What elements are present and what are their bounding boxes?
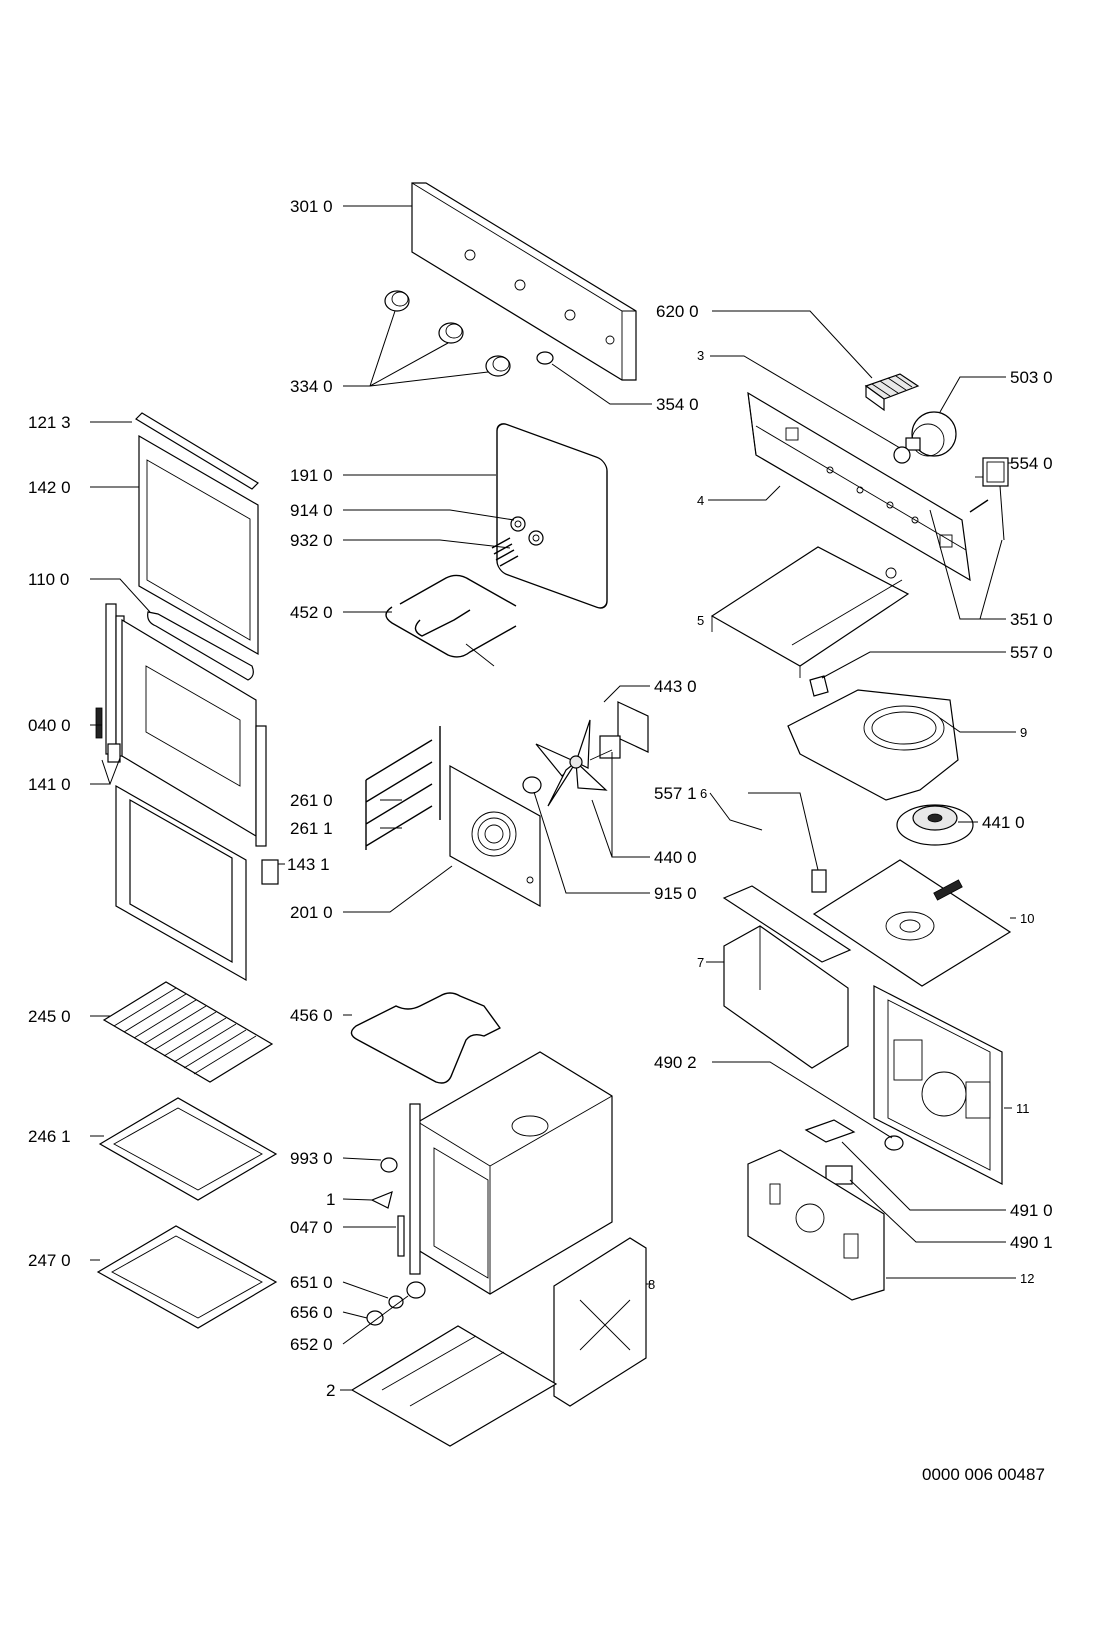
- label-10: 10: [1020, 911, 1034, 926]
- label-12: 12: [1020, 1271, 1034, 1286]
- label-652-0: 652 0: [290, 1335, 333, 1354]
- rear-fan-panel-part: [449, 764, 541, 908]
- label-191-0: 191 0: [290, 466, 333, 485]
- deep-tray-part: [96, 1225, 278, 1329]
- clip-part: [809, 675, 829, 697]
- label-246-1: 246 1: [28, 1127, 71, 1146]
- label-247-0: 247 0: [28, 1251, 71, 1270]
- label-261-0: 261 0: [290, 791, 333, 810]
- door-hinge-part: [95, 603, 125, 757]
- oven-cavity-part: [409, 1051, 613, 1295]
- label-040-0: 040 0: [28, 716, 71, 735]
- label-351-0: 351 0: [1010, 610, 1053, 629]
- label-1: 1: [326, 1190, 335, 1209]
- side-rack-parts: [365, 726, 441, 850]
- cooling-fan-motor-part: [905, 411, 957, 457]
- fan-nut-part: [522, 776, 542, 794]
- bushing-part: [893, 446, 911, 464]
- label-5: 5: [697, 613, 704, 628]
- label-141-0: 141 0: [28, 775, 71, 794]
- label-656-0: 656 0: [290, 1303, 333, 1322]
- knob-parts: [384, 290, 511, 377]
- top-heating-element-part: [385, 574, 517, 667]
- convection-motor-part: [589, 701, 649, 761]
- label-047-0: 047 0: [290, 1218, 333, 1237]
- small-fitting-parts: [366, 1157, 426, 1326]
- bottom-heating-element-part: [350, 992, 501, 1084]
- label-443-0: 443 0: [654, 677, 697, 696]
- convection-fan-blade-part: [535, 719, 608, 807]
- label-915-0: 915 0: [654, 884, 697, 903]
- label-452-0: 452 0: [290, 603, 333, 622]
- rear-wall-part: [873, 985, 1003, 1185]
- small-knob-part: [536, 351, 554, 365]
- label-4: 4: [697, 493, 704, 508]
- control-panel-part: [411, 182, 637, 381]
- sensor-probe-part: [969, 499, 989, 513]
- label-354-0: 354 0: [656, 395, 699, 414]
- control-frame-part: [747, 391, 971, 582]
- bottom-plate-part: [350, 1325, 558, 1447]
- label-7: 7: [697, 955, 704, 970]
- label-651-0: 651 0: [290, 1273, 333, 1292]
- selector-switch-part: [864, 373, 920, 412]
- inner-door-frame-part: [107, 618, 257, 838]
- part-number-labels: 301 0 334 0 354 0 620 0 3 503 0 121 3 14…: [28, 197, 1053, 1484]
- cover-plate-part: [710, 546, 910, 678]
- label-143-1: 143 1: [287, 855, 330, 874]
- side-panel-part: [553, 1237, 647, 1407]
- label-441-0: 441 0: [982, 813, 1025, 832]
- baking-tray-part: [98, 1097, 278, 1201]
- nut-and-spring-parts: [491, 516, 544, 567]
- thermostat-part: [975, 457, 1009, 541]
- clip-lower-part: [811, 869, 827, 893]
- connector-part: [825, 1165, 853, 1185]
- oven-top-plate-part: [812, 859, 1012, 987]
- back-panel-part: [747, 1149, 885, 1301]
- wire-shelf-part: [102, 981, 274, 1083]
- door-top-trim-part: [135, 412, 259, 490]
- label-6: 6: [700, 786, 707, 801]
- label-620-0: 620 0: [656, 302, 699, 321]
- door-gasket-part: [496, 423, 608, 609]
- label-557-1: 557 1: [654, 784, 697, 803]
- hinge-receiver-part: [255, 725, 279, 885]
- fan-wheel-part: [896, 804, 974, 846]
- terminal-cap-part: [884, 1135, 904, 1151]
- label-491-0: 491 0: [1010, 1201, 1053, 1220]
- label-440-0: 440 0: [654, 848, 697, 867]
- fan-cover-part: [787, 689, 959, 801]
- label-503-0: 503 0: [1010, 368, 1053, 387]
- label-9: 9: [1020, 725, 1027, 740]
- label-334-0: 334 0: [290, 377, 333, 396]
- label-914-0: 914 0: [290, 501, 333, 520]
- door-seal-frame-part: [115, 784, 247, 982]
- label-121-3: 121 3: [28, 413, 71, 432]
- label-456-0: 456 0: [290, 1006, 333, 1025]
- label-490-1: 490 1: [1010, 1233, 1053, 1252]
- label-3: 3: [697, 348, 704, 363]
- door-handle-part: [147, 611, 254, 681]
- label-110-0: 110 0: [28, 570, 69, 589]
- label-245-0: 245 0: [28, 1007, 71, 1026]
- label-557-0: 557 0: [1010, 643, 1053, 662]
- leader-lines: [90, 205, 1016, 1391]
- label-993-0: 993 0: [290, 1149, 333, 1168]
- label-142-0: 142 0: [28, 478, 71, 497]
- label-8: 8: [648, 1277, 655, 1292]
- label-554-0: 554 0: [1010, 454, 1053, 473]
- terminal-block-part: [804, 1119, 856, 1143]
- outer-door-glass-part: [138, 434, 259, 656]
- label-11: 11: [1016, 1101, 1030, 1116]
- document-number: 0000 006 00487: [922, 1465, 1045, 1484]
- air-channel-part: [722, 885, 852, 963]
- air-duct-part: [723, 925, 849, 1069]
- label-301-0: 301 0: [290, 197, 333, 216]
- label-490-2: 490 2: [654, 1053, 697, 1072]
- label-2: 2: [326, 1381, 335, 1400]
- label-261-1: 261 1: [290, 819, 333, 838]
- label-201-0: 201 0: [290, 903, 333, 922]
- label-932-0: 932 0: [290, 531, 333, 550]
